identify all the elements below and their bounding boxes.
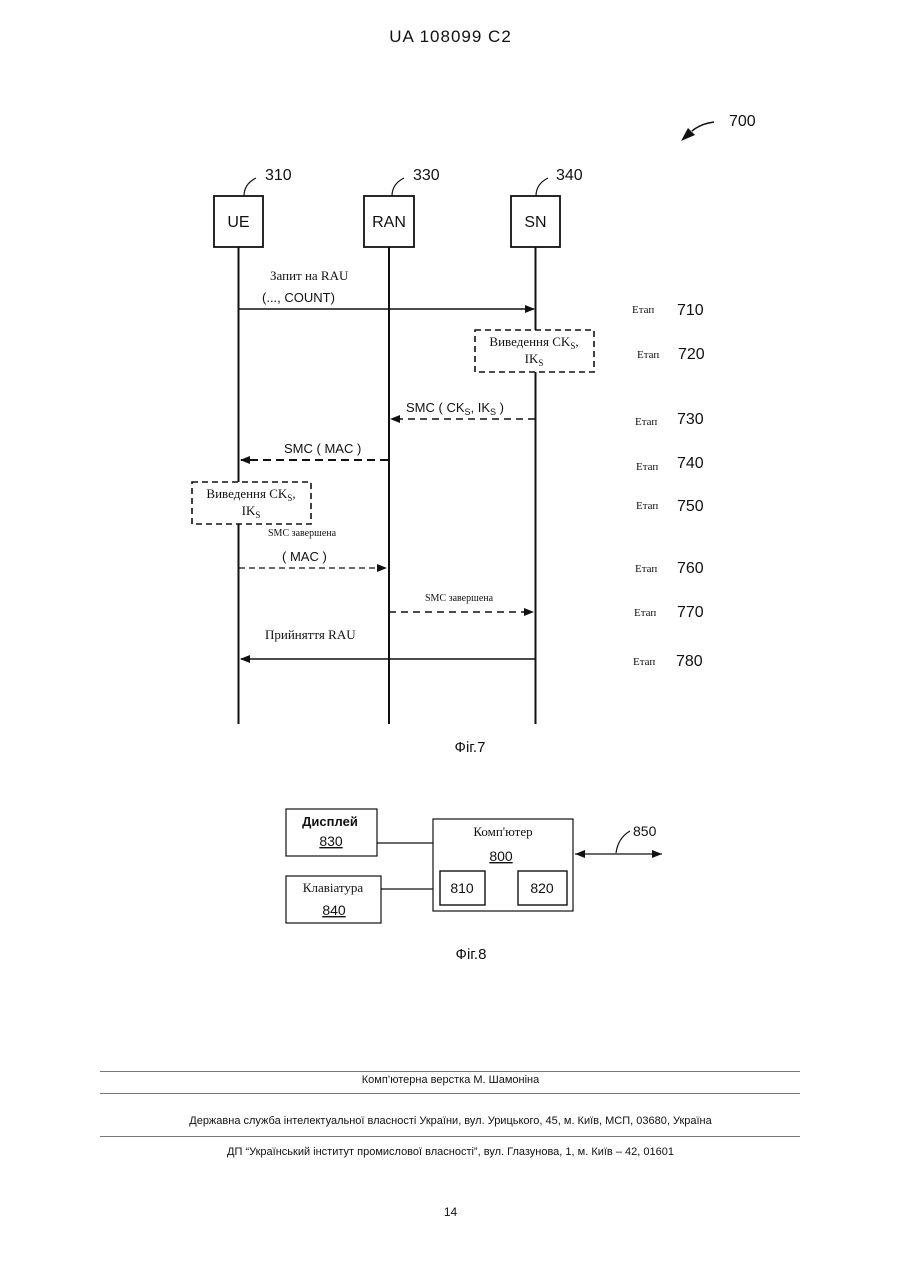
step-number: 760: [677, 560, 704, 577]
entity-sn-ref: 340: [556, 167, 583, 184]
keyboard-ref: 840: [322, 902, 346, 918]
message-rau-accept-label: Прийняття RAU: [265, 627, 356, 642]
step-label: Етап: [636, 500, 658, 512]
step-number: 710: [677, 302, 704, 319]
network-ref: 850: [633, 823, 657, 839]
entity-sn: 340 SN: [511, 167, 583, 247]
step-label: Етап: [635, 416, 657, 428]
figure-8-caption: Фіг.8: [456, 946, 487, 963]
footer-institute-address: ДП “Український інститут промислової вла…: [0, 1146, 901, 1158]
message-smc-complete-ran-label: SMC завершена: [425, 593, 494, 604]
page-number: 14: [0, 1205, 901, 1219]
message-smc-complete-ue-label: SMC завершена: [268, 528, 337, 539]
footer-divider: [100, 1136, 800, 1137]
step-label: Етап: [636, 461, 658, 473]
footer-divider: [100, 1071, 800, 1072]
step-number: 730: [677, 411, 704, 428]
computer-label: Комп'ютер: [473, 824, 532, 839]
display-ref: 830: [319, 833, 343, 849]
entity-ran-label: RAN: [372, 214, 406, 231]
entity-ue-label: UE: [227, 214, 249, 231]
subunit-810-label: 810: [450, 880, 474, 896]
footer-agency-address: Державна служба інтелектуальної власност…: [0, 1115, 901, 1127]
figure-8-block-diagram: Дисплей 830 Клавіатура 840 Комп'ютер 800…: [0, 770, 901, 970]
figure-7-sequence-diagram: 700 310 UE 330 RAN 340 SN Запит на RAU (…: [0, 0, 901, 770]
entity-sn-label: SN: [524, 214, 546, 231]
message-smc-keys: SMC ( CKS, IKS ): [391, 400, 535, 419]
message-rau-request-params: (..., COUNT): [262, 290, 335, 305]
computer-ref: 800: [489, 848, 513, 864]
step-labels: Етап 710 Етап 720 Етап 730 Етап 740 Етап…: [632, 302, 705, 670]
subunit-820-label: 820: [530, 880, 554, 896]
entity-ue-ref: 310: [265, 167, 292, 184]
message-rau-request-label: Запит на RAU: [270, 268, 349, 283]
figure-ref-700-label: 700: [729, 113, 756, 130]
keyboard-block: Клавіатура 840: [286, 876, 381, 923]
step-label: Етап: [633, 656, 655, 668]
message-smc-complete-ue-mac: ( MAC ): [282, 549, 327, 564]
keyboard-label: Клавіатура: [303, 880, 364, 895]
entity-ran: 330 RAN: [364, 167, 440, 247]
footer-divider: [100, 1093, 800, 1094]
entity-ue: 310 UE: [214, 167, 292, 247]
step-number: 740: [677, 455, 704, 472]
step-number: 780: [676, 653, 703, 670]
step-label: Етап: [635, 563, 657, 575]
step-number: 720: [678, 346, 705, 363]
svg-text:SMC ( CKS, IKS ): SMC ( CKS, IKS ): [406, 400, 504, 417]
svg-text:Виведення CKS,: Виведення CKS,: [206, 486, 295, 503]
display-label: Дисплей: [302, 814, 358, 829]
process-box-derive-keys-sn: Виведення CKS, IKS: [475, 330, 594, 372]
message-smc-mac-label: SMC ( MAC ): [284, 441, 361, 456]
step-label: Етап: [634, 607, 656, 619]
svg-text:Виведення CKS,: Виведення CKS,: [489, 334, 578, 351]
figure-7-caption: Фіг.7: [455, 739, 486, 756]
step-number: 750: [677, 498, 704, 515]
step-label: Етап: [637, 349, 659, 361]
message-smc-complete-ue: SMC завершена ( MAC ): [239, 528, 386, 568]
step-label: Етап: [632, 304, 654, 316]
display-block: Дисплей 830: [286, 809, 377, 856]
step-number: 770: [677, 604, 704, 621]
network-connection-850: 850: [575, 823, 662, 858]
entity-ran-ref: 330: [413, 167, 440, 184]
process-box-derive-keys-ue: Виведення CKS, IKS: [192, 482, 311, 524]
footer-typesetting: Комп’ютерна верстка М. Шамоніна: [0, 1074, 901, 1086]
message-smc-mac: SMC ( MAC ): [241, 441, 388, 460]
figure-ref-700: 700: [681, 113, 756, 141]
message-rau-request: Запит на RAU (..., COUNT): [239, 268, 534, 309]
message-smc-complete-ran: SMC завершена: [389, 593, 533, 612]
computer-block: Комп'ютер 800 810 820: [433, 819, 573, 911]
